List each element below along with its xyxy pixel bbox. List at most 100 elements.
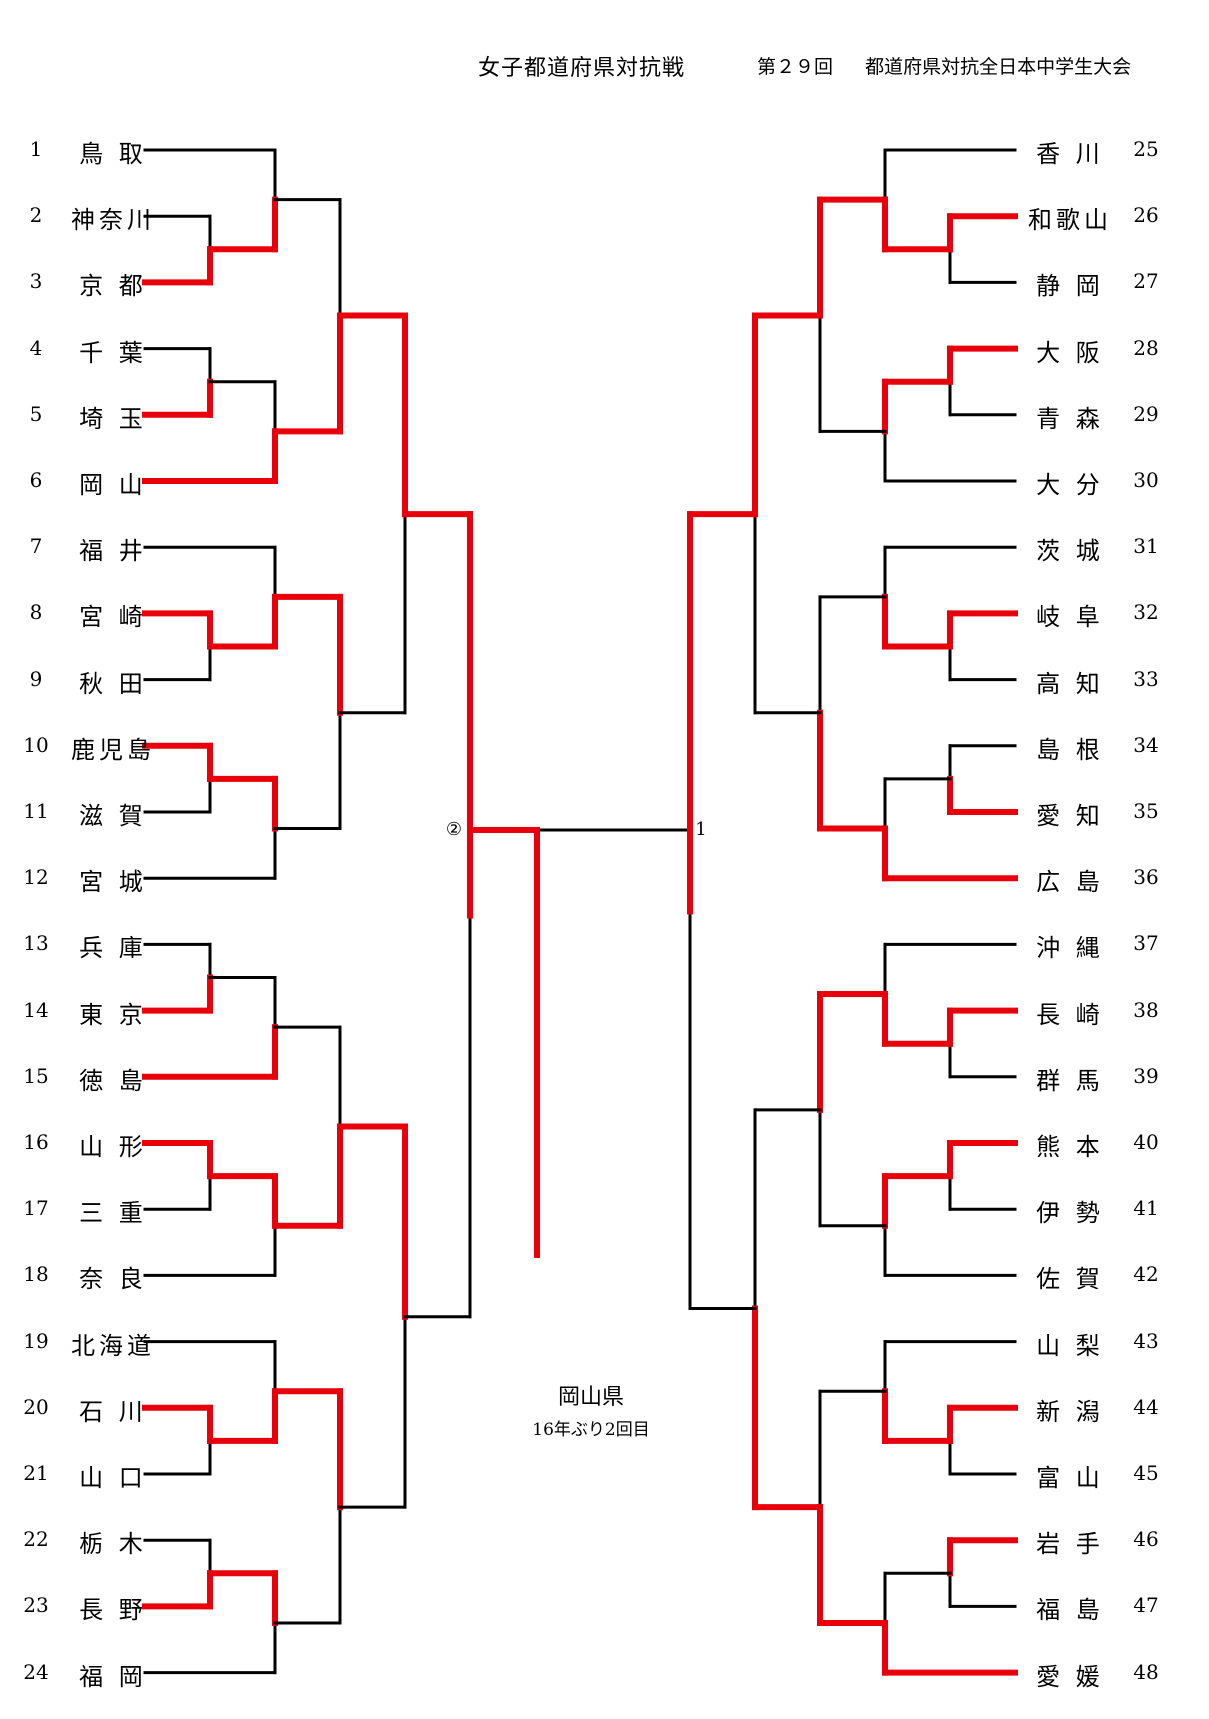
team-number: 31	[1133, 534, 1159, 559]
team-name: 岐 阜	[1036, 603, 1104, 632]
team-number: 2	[29, 203, 43, 228]
team-number: 24	[23, 1659, 49, 1684]
team-number: 25	[1133, 137, 1159, 161]
team-number: 27	[1133, 269, 1159, 294]
team-number: 40	[1133, 1130, 1159, 1154]
team-name: 福 岡	[79, 1662, 147, 1691]
team-number: 9	[29, 666, 43, 691]
team-number: 34	[1133, 732, 1159, 757]
team-name: 鹿児島	[71, 735, 155, 764]
team-name: 兵 庫	[79, 934, 147, 963]
team-name: 大 分	[1036, 471, 1104, 499]
team-name: 福 島	[1036, 1596, 1104, 1625]
team-number: 5	[29, 401, 43, 426]
team-name: 宮 城	[79, 868, 147, 897]
team-number: 28	[1133, 335, 1159, 360]
team-name: 佐 賀	[1036, 1265, 1104, 1294]
team-name: 茨 城	[1036, 537, 1104, 566]
team-number: 11	[23, 799, 49, 823]
team-number: 45	[1133, 1461, 1159, 1485]
team-number: 16	[23, 1130, 49, 1154]
team-number: 39	[1133, 1063, 1159, 1088]
team-name: 新 潟	[1036, 1397, 1104, 1426]
team-number: 41	[1133, 1196, 1159, 1221]
team-name: 島 根	[1036, 735, 1104, 764]
team-name: 滋 賀	[79, 802, 147, 830]
page-subtitle: 第２９回 都道府県対抗全日本中学生大会	[757, 52, 1131, 79]
team-name: 岩 手	[1036, 1530, 1104, 1559]
team-name: 石 川	[79, 1397, 147, 1426]
team-number: 8	[29, 600, 43, 625]
team-number: 7	[29, 534, 43, 559]
team-name: 三 重	[79, 1199, 147, 1228]
team-number: 33	[1133, 666, 1159, 691]
team-name: 富 山	[1036, 1464, 1104, 1492]
team-number: 30	[1133, 468, 1159, 492]
team-name: 静 岡	[1036, 272, 1104, 301]
team-name: 奈 良	[79, 1265, 147, 1294]
team-number: 14	[23, 997, 49, 1022]
team-number: 29	[1133, 401, 1159, 426]
team-name: 岡 山	[79, 471, 147, 499]
team-name: 熊 本	[1036, 1133, 1104, 1161]
champion-name: 岡山県	[557, 1385, 624, 1410]
team-number: 36	[1133, 865, 1159, 890]
team-number: 48	[1133, 1659, 1159, 1684]
team-name: 栃 木	[79, 1530, 147, 1559]
team-name: 愛 知	[1036, 802, 1104, 830]
team-number: 43	[1133, 1328, 1159, 1353]
team-name: 長 崎	[1036, 1000, 1104, 1029]
team-name: 沖 縄	[1036, 934, 1104, 963]
team-name: 鳥 取	[79, 140, 147, 168]
team-number: 44	[1133, 1394, 1159, 1419]
team-number: 19	[23, 1328, 49, 1353]
team-name: 和歌山	[1028, 206, 1112, 235]
team-name: 青 森	[1036, 404, 1104, 433]
team-number: 26	[1133, 203, 1159, 228]
team-name: 愛 媛	[1036, 1662, 1104, 1691]
team-number: 3	[29, 269, 43, 294]
team-name: 高 知	[1036, 669, 1104, 698]
team-number: 18	[23, 1262, 49, 1287]
team-name: 徳 島	[79, 1066, 147, 1095]
team-name: 大 阪	[1036, 338, 1104, 367]
team-name: 京 都	[79, 272, 147, 301]
team-number: 42	[1133, 1262, 1159, 1287]
team-name: 神奈川	[71, 206, 155, 235]
team-number: 21	[23, 1461, 49, 1485]
team-number: 10	[23, 732, 49, 757]
team-name: 山 形	[79, 1133, 147, 1161]
champion-box: 岡山県 16年ぶり2回目	[501, 1379, 681, 1440]
team-number: 35	[1133, 799, 1159, 823]
team-number: 20	[23, 1394, 49, 1419]
team-name: 群 馬	[1036, 1066, 1104, 1095]
champion-note: 16年ぶり2回目	[532, 1420, 650, 1440]
team-number: 22	[23, 1527, 49, 1552]
final-score-right: 1	[695, 819, 707, 840]
event-label: 都道府県対抗全日本中学生大会	[865, 56, 1132, 78]
team-number: 47	[1133, 1593, 1159, 1618]
team-number: 37	[1133, 931, 1159, 956]
team-number: 17	[23, 1196, 49, 1221]
team-name: 伊 勢	[1036, 1199, 1104, 1228]
team-number: 6	[29, 468, 43, 492]
final-score-left: ②	[445, 819, 463, 840]
team-name: 香 川	[1036, 140, 1104, 168]
team-number: 46	[1133, 1527, 1159, 1552]
team-name: 長 野	[79, 1596, 147, 1625]
team-number: 1	[29, 137, 43, 161]
team-name: 山 口	[79, 1464, 147, 1492]
team-number: 23	[23, 1593, 49, 1618]
team-number: 15	[23, 1063, 49, 1088]
team-name: 福 井	[79, 537, 147, 566]
page-title: 女子都道府県対抗戦	[478, 56, 686, 81]
team-name: 埼 玉	[79, 404, 147, 433]
team-name: 宮 崎	[79, 603, 147, 632]
edition-label: 第２９回	[757, 56, 834, 78]
team-name: 広 島	[1036, 868, 1104, 897]
team-number: 4	[29, 335, 43, 360]
team-name: 山 梨	[1036, 1331, 1104, 1360]
header: 女子都道府県対抗戦 第２９回 都道府県対抗全日本中学生大会	[0, 0, 1209, 90]
team-name: 秋 田	[79, 669, 147, 698]
